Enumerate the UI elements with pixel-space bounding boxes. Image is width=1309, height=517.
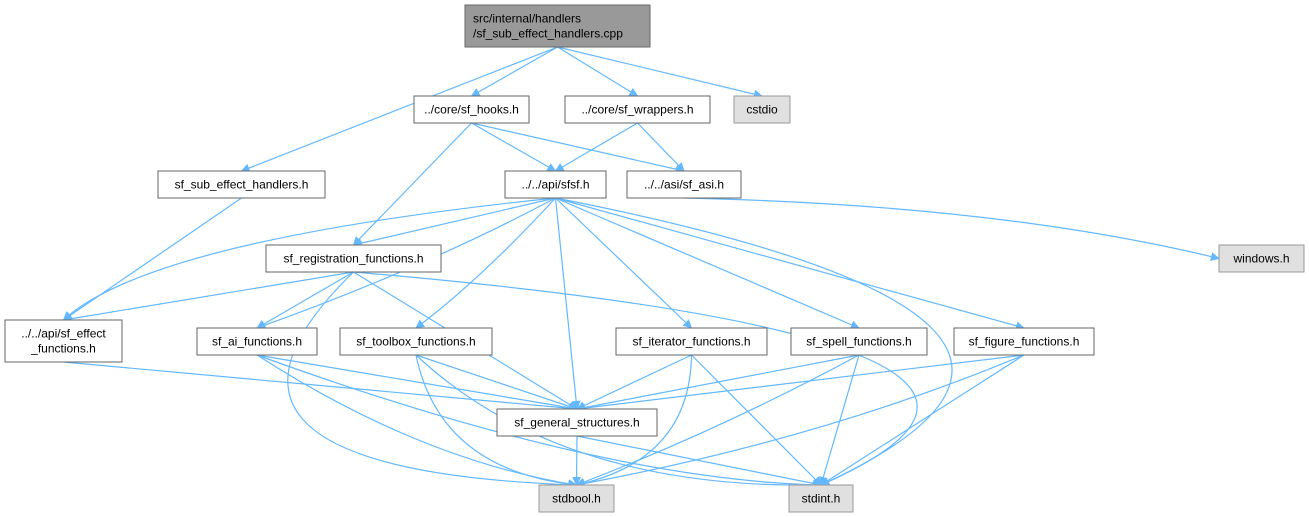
node-box	[788, 484, 854, 513]
node-cstdio: cstdio	[733, 95, 791, 124]
node-label: sf_sub_effect_handlers.h	[175, 178, 309, 192]
node-reg[interactable]: sf_registration_functions.h	[265, 244, 442, 273]
node-box	[157, 170, 326, 199]
edge-wrappers-to-asi	[637, 122, 685, 172]
node-box	[339, 327, 493, 356]
node-label: src/internal/handlers	[473, 12, 581, 26]
node-label: ../../api/sf_effect	[21, 327, 106, 341]
edge-figure-to-general	[576, 354, 1025, 413]
node-label: /sf_sub_effect_handlers.cpp	[473, 27, 623, 41]
node-subh[interactable]: sf_sub_effect_handlers.h	[157, 170, 326, 199]
edge-sfsf-to-reg	[352, 197, 556, 248]
edge-iter-to-stdint	[691, 354, 822, 486]
node-box	[413, 95, 530, 124]
edge-sfsf-to-effect	[62, 197, 556, 321]
node-general[interactable]: sf_general_structures.h	[496, 408, 658, 437]
edge-reg-to-stdint	[353, 271, 918, 486]
node-box	[464, 4, 651, 48]
edge-root-to-cstdio	[557, 46, 763, 99]
node-label: _functions.h	[30, 342, 96, 356]
node-asi[interactable]: ../../asi/sf_asi.h	[626, 170, 742, 199]
node-wrappers[interactable]: ../core/sf_wrappers.h	[564, 95, 711, 124]
edge-root-to-wrappers	[557, 46, 639, 97]
node-label: ../core/sf_hooks.h	[424, 103, 519, 117]
node-label: stdbool.h	[552, 492, 601, 506]
node-label: sf_figure_functions.h	[969, 335, 1080, 349]
edge-reg-to-ai	[256, 271, 354, 329]
edge-ai-to-stdint	[256, 354, 822, 490]
node-box	[496, 408, 658, 437]
edge-sfsf-to-toolbox	[415, 197, 556, 329]
edge-sfsf-to-figure	[555, 197, 1025, 331]
node-label: sf_iterator_functions.h	[632, 335, 750, 349]
node-effect[interactable]: ../../api/sf_effect_functions.h	[4, 319, 123, 363]
edge-spell-to-general	[576, 354, 860, 412]
node-box	[538, 484, 615, 513]
node-box	[504, 170, 607, 199]
node-label: cstdio	[746, 103, 778, 117]
node-hooks[interactable]: ../core/sf_hooks.h	[413, 95, 530, 124]
node-figure[interactable]: sf_figure_functions.h	[953, 327, 1095, 356]
node-label: ../../api/sfsf.h	[521, 178, 589, 192]
edge-asi-to-windows	[683, 197, 1220, 261]
edge-hooks-to-reg	[352, 122, 472, 246]
node-stdbool: stdbool.h	[538, 484, 615, 513]
node-box	[626, 170, 742, 199]
edge-root-to-subh	[240, 46, 558, 173]
node-box	[1218, 244, 1305, 273]
edge-sfsf-to-iter	[555, 197, 693, 329]
node-label: sf_registration_functions.h	[283, 252, 423, 266]
edge-effect-to-general	[63, 361, 578, 413]
node-label: sf_general_structures.h	[514, 416, 639, 430]
node-ai[interactable]: sf_ai_functions.h	[196, 327, 318, 356]
edge-root-to-hooks	[470, 46, 558, 97]
edge-subh-to-effect	[62, 197, 242, 321]
node-box	[265, 244, 442, 273]
edge-spell-to-stdbool	[575, 354, 860, 487]
edge-toolbox-to-stdint	[415, 354, 822, 490]
edge-figure-to-stdbool	[575, 354, 1025, 488]
node-label: windows.h	[1232, 252, 1289, 266]
node-label: stdint.h	[802, 492, 841, 506]
edge-general-to-stdint	[576, 435, 822, 488]
node-box	[733, 95, 791, 124]
node-box	[196, 327, 318, 356]
node-label: ../../asi/sf_asi.h	[644, 178, 724, 192]
node-iter[interactable]: sf_iterator_functions.h	[615, 327, 768, 356]
node-label: sf_toolbox_functions.h	[356, 335, 475, 349]
edge-wrappers-to-sfsf	[554, 122, 638, 172]
node-spell[interactable]: sf_spell_functions.h	[790, 327, 928, 356]
node-label: sf_spell_functions.h	[806, 335, 911, 349]
node-label: ../core/sf_wrappers.h	[581, 103, 693, 117]
node-label: sf_ai_functions.h	[212, 335, 302, 349]
edge-sfsf-to-general	[554, 197, 581, 410]
node-box	[564, 95, 711, 124]
node-sfsf[interactable]: ../../api/sfsf.h	[504, 170, 607, 199]
node-box	[4, 319, 123, 363]
edge-iter-to-general	[576, 354, 692, 410]
edge-hooks-to-asi	[471, 122, 685, 174]
node-box	[615, 327, 768, 356]
edge-general-to-stdbool	[572, 435, 582, 486]
edge-spell-to-stdint	[818, 354, 860, 486]
node-toolbox[interactable]: sf_toolbox_functions.h	[339, 327, 493, 356]
edge-toolbox-to-stdbool	[415, 354, 578, 489]
edge-figure-to-stdint	[820, 354, 1025, 486]
node-windows: windows.h	[1218, 244, 1305, 273]
edge-iter-to-stdbool	[575, 354, 693, 488]
node-root[interactable]: src/internal/handlers/sf_sub_effect_hand…	[464, 4, 651, 48]
node-box	[790, 327, 928, 356]
nodes-layer: src/internal/handlers/sf_sub_effect_hand…	[4, 4, 1305, 513]
edge-sfsf-to-stdint	[555, 197, 953, 486]
edge-reg-to-stdbool	[287, 271, 578, 490]
edge-hooks-to-sfsf	[471, 122, 557, 172]
node-stdint: stdint.h	[788, 484, 854, 513]
edge-ai-to-general	[256, 354, 578, 413]
edge-sfsf-to-spell	[555, 197, 860, 329]
edge-toolbox-to-general	[415, 354, 578, 411]
node-box	[953, 327, 1095, 356]
edge-reg-to-effect	[62, 271, 354, 324]
